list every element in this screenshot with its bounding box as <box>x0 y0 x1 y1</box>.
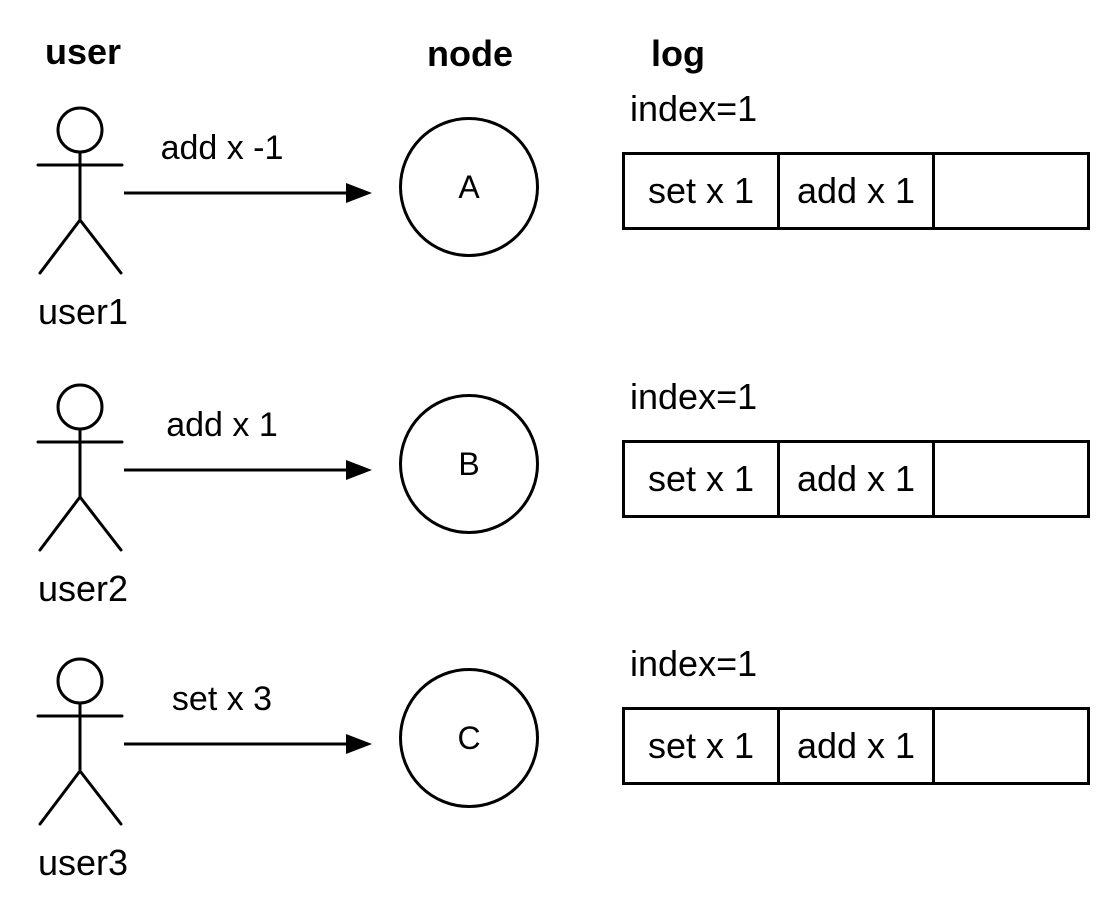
log-cell-empty <box>932 443 1087 515</box>
log-table: set x 1 add x 1 <box>622 152 1090 230</box>
column-header-node: node <box>427 33 513 74</box>
node-label: B <box>458 446 480 482</box>
log-cell-empty <box>932 155 1087 227</box>
arrow-right-icon <box>124 734 372 754</box>
command-label: set x 3 <box>171 680 273 718</box>
node-label: A <box>458 169 480 205</box>
column-header-user: user <box>45 31 122 72</box>
actor-label: user2 <box>38 568 129 609</box>
node-circle: B <box>399 394 539 534</box>
node-circle: A <box>399 117 539 257</box>
column-header-log: log <box>651 33 705 74</box>
actor-label: user1 <box>38 291 129 332</box>
node-label: C <box>457 720 481 756</box>
log-cell: add x 1 <box>777 710 932 782</box>
stick-figure-icon <box>36 383 124 552</box>
log-index-label: index=1 <box>630 643 758 684</box>
node-circle: C <box>399 668 539 808</box>
arrow-right-icon <box>124 460 372 480</box>
diagram-row-1: user1 add x -1 A index=1 set x 1 add x 1 <box>0 0 1118 345</box>
log-cell: set x 1 <box>647 725 755 766</box>
log-cell-empty <box>932 710 1087 782</box>
log-cell: add x 1 <box>777 443 932 515</box>
actor-label: user3 <box>38 842 129 883</box>
stick-figure-icon <box>36 106 124 275</box>
log-table: set x 1 add x 1 <box>622 707 1090 785</box>
log-index-label: index=1 <box>630 88 758 129</box>
diagram-row-2: user2 add x 1 B index=1 set x 1 add x 1 <box>0 277 1118 622</box>
arrow-right-icon <box>124 183 372 203</box>
stick-figure-icon <box>36 657 124 826</box>
command-label: add x -1 <box>160 129 284 167</box>
log-cell: set x 1 <box>647 458 755 499</box>
command-label: add x 1 <box>166 406 278 444</box>
log-index-label: index=1 <box>630 376 758 417</box>
log-table: set x 1 add x 1 <box>622 440 1090 518</box>
log-cell: add x 1 <box>777 155 932 227</box>
diagram-row-3: user3 set x 3 C index=1 set x 1 add x 1 <box>0 551 1118 896</box>
log-cell: set x 1 <box>647 170 755 211</box>
